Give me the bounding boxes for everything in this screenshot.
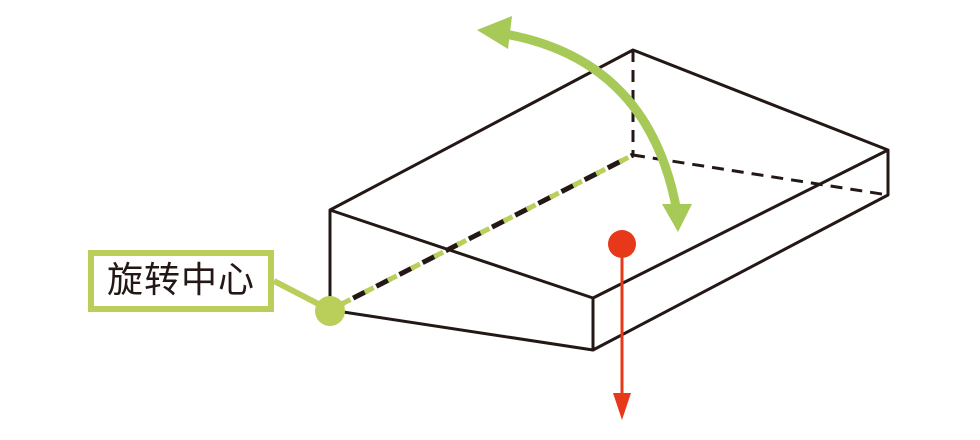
rotation-axis-green (328, 152, 635, 313)
block-top-face (328, 48, 890, 300)
block-right-face (592, 150, 890, 352)
rotation-arrow-icon (477, 16, 692, 232)
block-outline (328, 48, 890, 352)
block-front-face (328, 210, 595, 352)
hidden-edges (631, 50, 889, 197)
rotation-center-label-box: 旋转中心 (88, 250, 274, 312)
rotation-arrow-head-top (477, 16, 512, 49)
rotation-arrow-arc (504, 29, 682, 213)
gravity-arrow-head (613, 393, 631, 420)
rotation-center-label: 旋转中心 (106, 260, 255, 301)
gravity-marker-icon (608, 230, 636, 420)
rotation-axis (328, 152, 635, 313)
hidden-edge-back-right (632, 153, 889, 197)
gravity-center-dot (608, 230, 636, 258)
rotation-arrow-head-bottom (662, 204, 692, 232)
pivot-point-marker (315, 296, 345, 326)
